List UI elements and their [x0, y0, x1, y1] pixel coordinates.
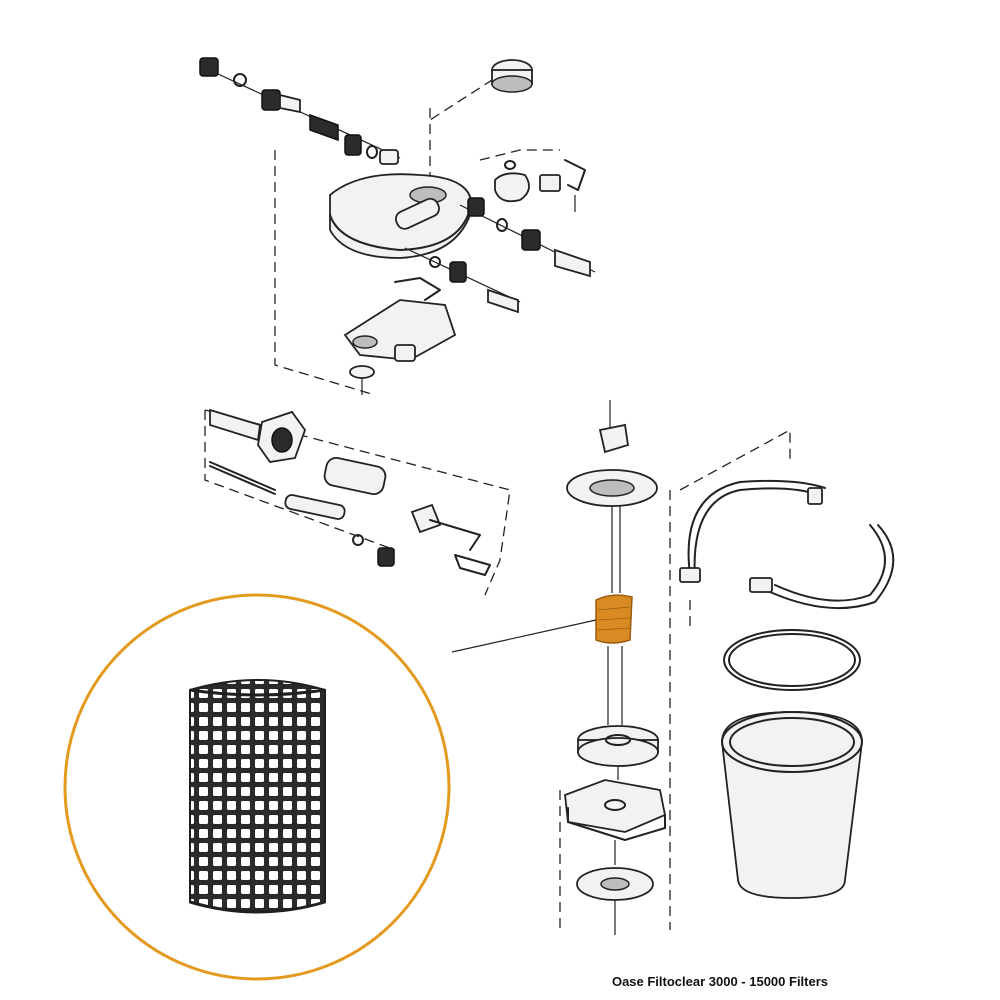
lamp-ballast — [323, 457, 387, 495]
clamp-ring — [693, 487, 821, 581]
outlet-hose-connectors — [404, 197, 596, 314]
uvc-lamp-unit — [204, 408, 511, 596]
housing-assembly — [679, 428, 895, 899]
lid-handle — [394, 197, 440, 230]
selector-plate — [343, 277, 457, 395]
mesh-tube-icon — [189, 679, 326, 914]
inlet-hose-connectors — [199, 57, 401, 165]
valve-switch-parts — [479, 149, 586, 212]
lid-knob — [491, 59, 533, 93]
detail-view — [63, 593, 451, 981]
hexagonal-base-plate — [564, 779, 667, 833]
quartz-sleeve — [284, 494, 346, 520]
central-column — [451, 400, 671, 935]
lid-assembly — [199, 57, 596, 396]
sealing-ring — [723, 629, 861, 691]
diagram-caption: Oase Filtoclear 3000 - 15000 Filters — [611, 974, 829, 989]
filter-housing — [721, 711, 863, 899]
detail-leader-line — [451, 619, 597, 653]
